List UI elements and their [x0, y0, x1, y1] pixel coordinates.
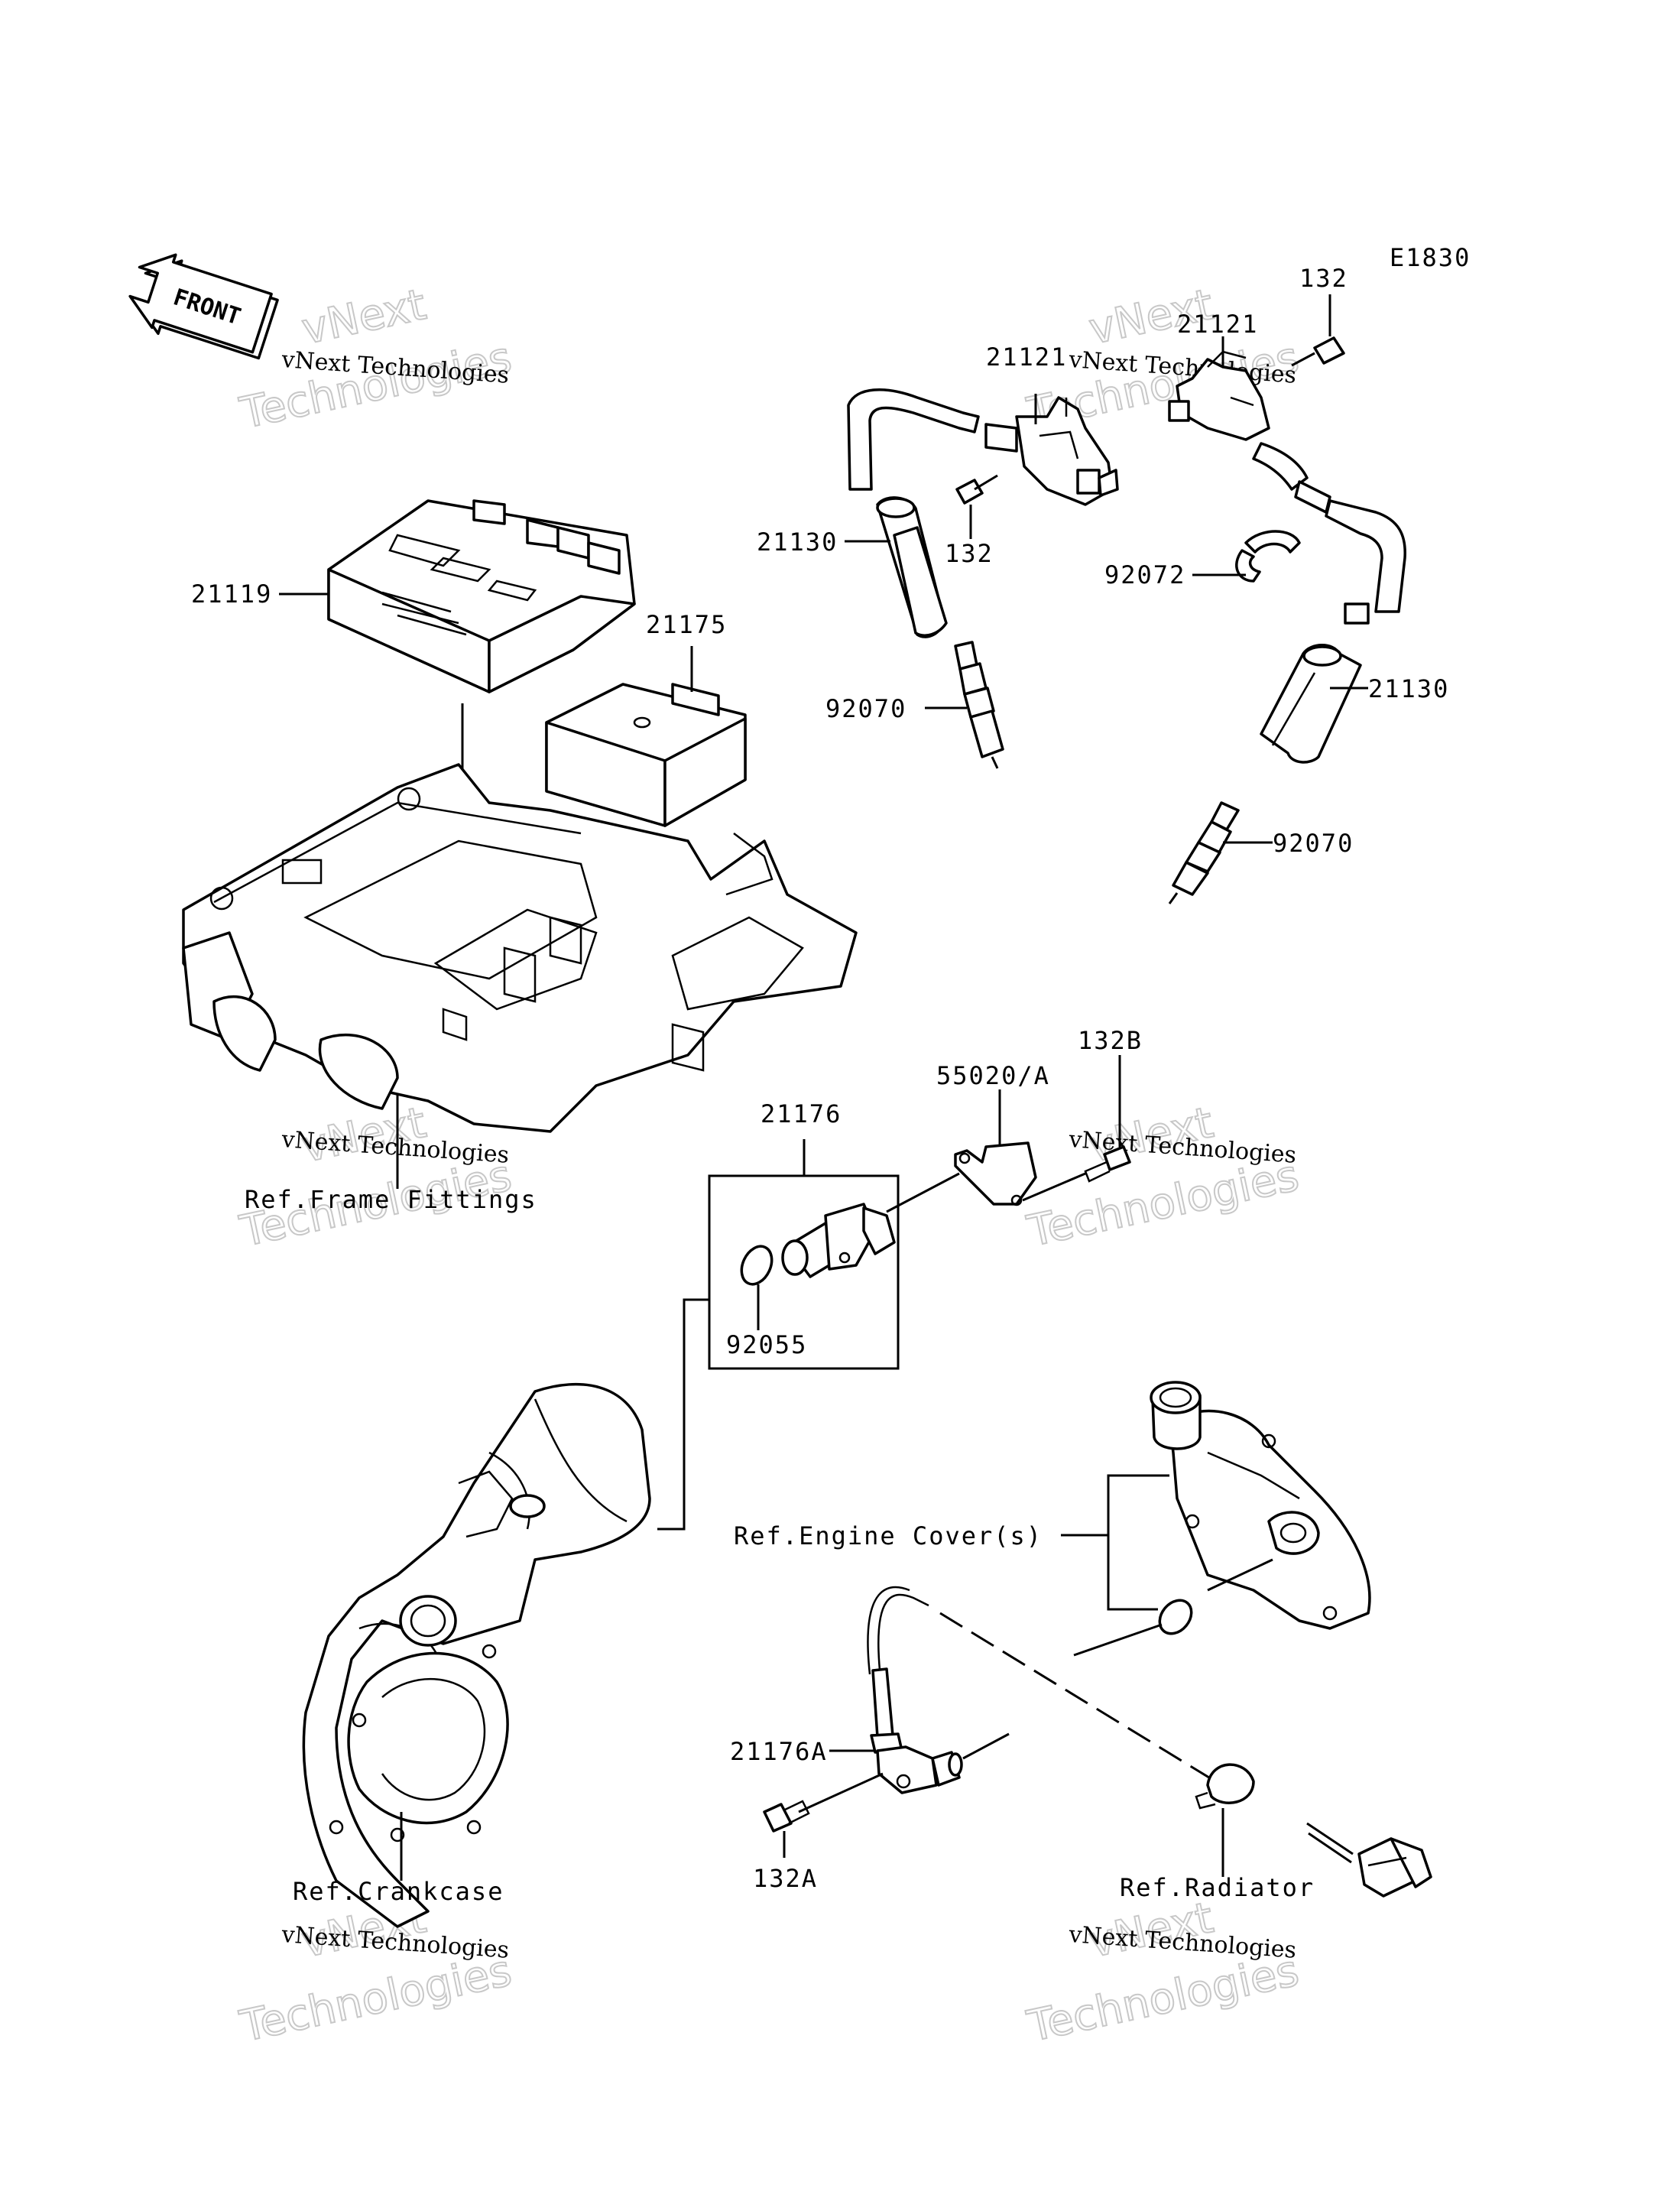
- watermark-mid-right: vNext Technologies vNext Technologies: [1022, 1097, 1303, 1258]
- watermark-bottom-left: vNext Technologies vNext Technologies: [235, 1892, 516, 2053]
- crankcase: [302, 1382, 651, 1928]
- diagram-code: E1830: [1390, 243, 1471, 272]
- spark-plug-right-92070: [1168, 801, 1240, 904]
- o-ring-92055: [740, 1245, 774, 1286]
- ref-engine-cover: Ref.Engine Cover(s): [734, 1521, 1043, 1550]
- watermark-bottom-right: vNext Technologies vNext Technologies: [1022, 1892, 1303, 2053]
- svg-text:vNext: vNext: [297, 280, 430, 355]
- label-132B: 132B: [1078, 1026, 1143, 1055]
- label-21175: 21175: [646, 610, 727, 639]
- ecu-21119: [327, 499, 636, 693]
- watermark-top-left: vNext Technologies vNext Technologies: [235, 279, 516, 440]
- front-arrow-icon: FRONT: [128, 253, 279, 360]
- relay-21175: [545, 683, 747, 827]
- label-55020A: 55020/A: [936, 1061, 1050, 1090]
- label-21130-left: 21130: [757, 528, 838, 557]
- bolt-132A: [763, 1800, 810, 1833]
- bolt-132-top: [1291, 336, 1345, 367]
- plug-cap-left-21130: [876, 496, 948, 638]
- ref-crankcase: Ref.Crankcase: [293, 1877, 504, 1906]
- label-92072: 92072: [1104, 560, 1185, 589]
- label-21121-right: 21121: [1177, 310, 1258, 339]
- spark-plug-left-92070: [954, 641, 1004, 769]
- bracket-55020A: [954, 1141, 1037, 1206]
- ref-radiator: Ref.Radiator: [1120, 1873, 1315, 1902]
- label-92055: 92055: [726, 1330, 807, 1359]
- engine-cover-o-ring: [1158, 1599, 1193, 1635]
- label-21176A: 21176A: [730, 1737, 828, 1766]
- label-21121-left: 21121: [986, 343, 1067, 372]
- frame-fitting-tray: [182, 763, 858, 1133]
- ref-frame-fittings: Ref.Frame Fittings: [245, 1185, 537, 1214]
- sensor-connector: [1306, 1822, 1432, 1898]
- svg-text:Technologies: Technologies: [1023, 1946, 1302, 2052]
- bolt-132-mid: [955, 474, 998, 505]
- label-21176: 21176: [761, 1099, 842, 1128]
- crank-sensor-21176A: [867, 1586, 963, 1794]
- label-132-top: 132: [1299, 264, 1348, 293]
- ignition-coil-right-21121: [1168, 350, 1406, 625]
- clamp-92072: [1235, 530, 1301, 583]
- plug-cap-right-21130: [1260, 644, 1362, 764]
- label-92070-left: 92070: [825, 694, 906, 723]
- label-21119: 21119: [191, 580, 272, 609]
- svg-text:Technologies: Technologies: [1023, 1151, 1302, 1257]
- label-21130-right: 21130: [1368, 674, 1449, 703]
- label-132-mid: 132: [945, 539, 994, 568]
- label-132A: 132A: [753, 1864, 818, 1893]
- svg-text:Technologies: Technologies: [235, 1946, 515, 2052]
- ignition-coil-left-21121: [847, 388, 1119, 506]
- cam-sensor-21176: [781, 1203, 896, 1278]
- radiator-clamp: [1195, 1763, 1255, 1810]
- bolt-132B: [1084, 1145, 1131, 1183]
- label-92070-right: 92070: [1273, 829, 1354, 858]
- engine-cover: [1150, 1381, 1371, 1630]
